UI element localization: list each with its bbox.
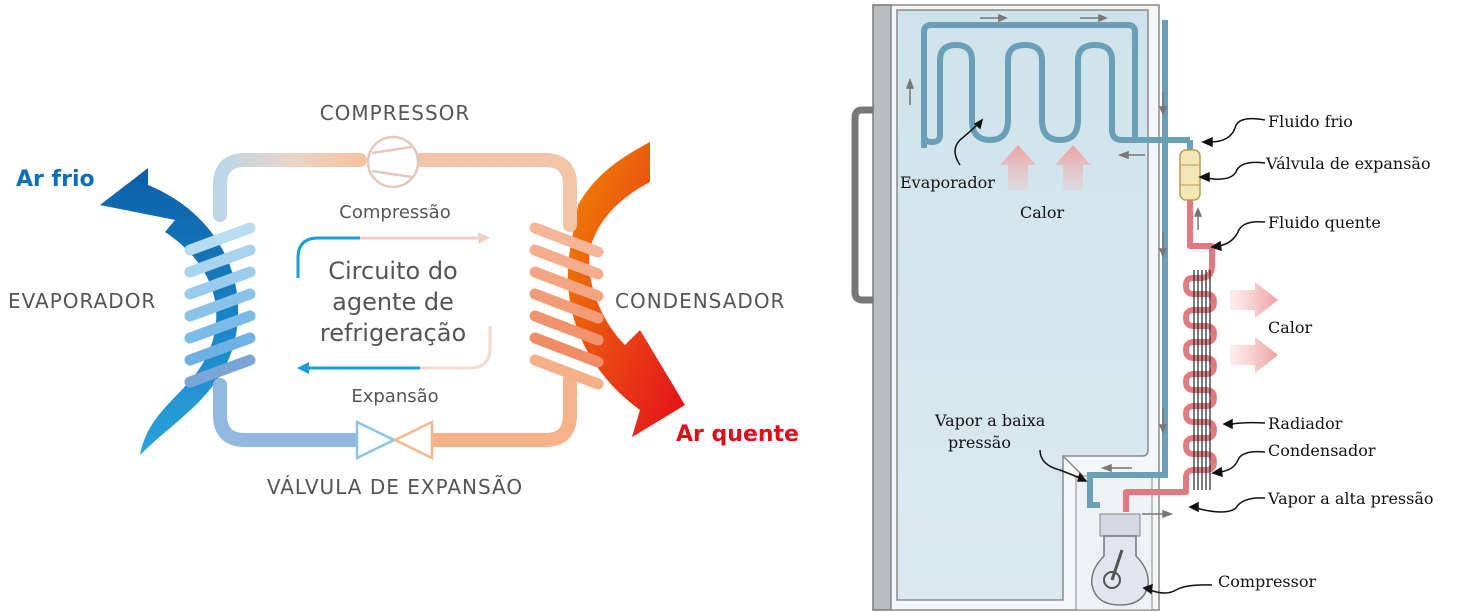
heat-arrows-inside [1000,145,1091,190]
condenser-label: CONDENSADOR [615,289,785,313]
evaporator-label: EVAPORADOR [8,289,156,313]
evaporator-part-label: Evaporador [900,173,995,192]
hot-fluid-label: Fluido quente [1268,213,1381,232]
condenser-coils [529,222,604,390]
compressor-part [1091,513,1149,606]
door-handle [851,106,875,304]
expansion-label: Expansão [351,386,438,407]
compressor-part-label: Compressor [1218,572,1316,591]
evaporator-serpentine [921,22,1190,148]
leader-lines [954,117,1266,595]
circuit-label-line3: refrigeração [320,319,466,347]
expansion-valve-label: VÁLVULA DE EXPANSÃO [267,475,523,499]
heat-outside-label: Calor [1268,318,1313,337]
radiator-fins [1193,270,1211,490]
compression-flow-arrow [296,232,490,278]
expansion-valve-part-label: Válvula de expansão [1265,154,1431,173]
heat-inside-label: Calor [1020,203,1065,222]
compression-label: Compressão [339,202,450,223]
flow-arrows [905,13,1203,519]
expansion-valve-part [1179,149,1201,201]
expansion-flow-arrow [297,326,492,374]
evaporator-coils [184,222,256,388]
refrigeration-cycle-diagram: COMPRESSOR Compressão Circuito do agente… [8,101,799,499]
radiator-label: Radiador [1268,414,1343,433]
circuit-label-line1: Circuito do [328,257,457,285]
compressor-symbol [366,135,420,189]
low-pressure-vapor-label-line2: pressão [948,433,1011,452]
high-pressure-vapor-label: Vapor a alta pressão [1267,489,1434,508]
circuit-label-line2: agente de [332,288,454,316]
cold-air-label: Ar frio [16,167,95,192]
low-pressure-vapor-label-line1: Vapor a baixa [934,411,1046,430]
cold-pipe [1087,20,1193,508]
hot-air-label: Ar quente [676,422,799,447]
refrigerator-diagram: Evaporador Calor Fluido frio Válvula de … [851,4,1434,611]
expansion-valve-symbol [355,420,434,460]
heat-arrows-outside [1230,282,1278,373]
compressor-label: COMPRESSOR [320,101,471,125]
cold-fluid-label: Fluido frio [1268,112,1353,131]
condenser-part-label: Condensador [1268,441,1376,460]
